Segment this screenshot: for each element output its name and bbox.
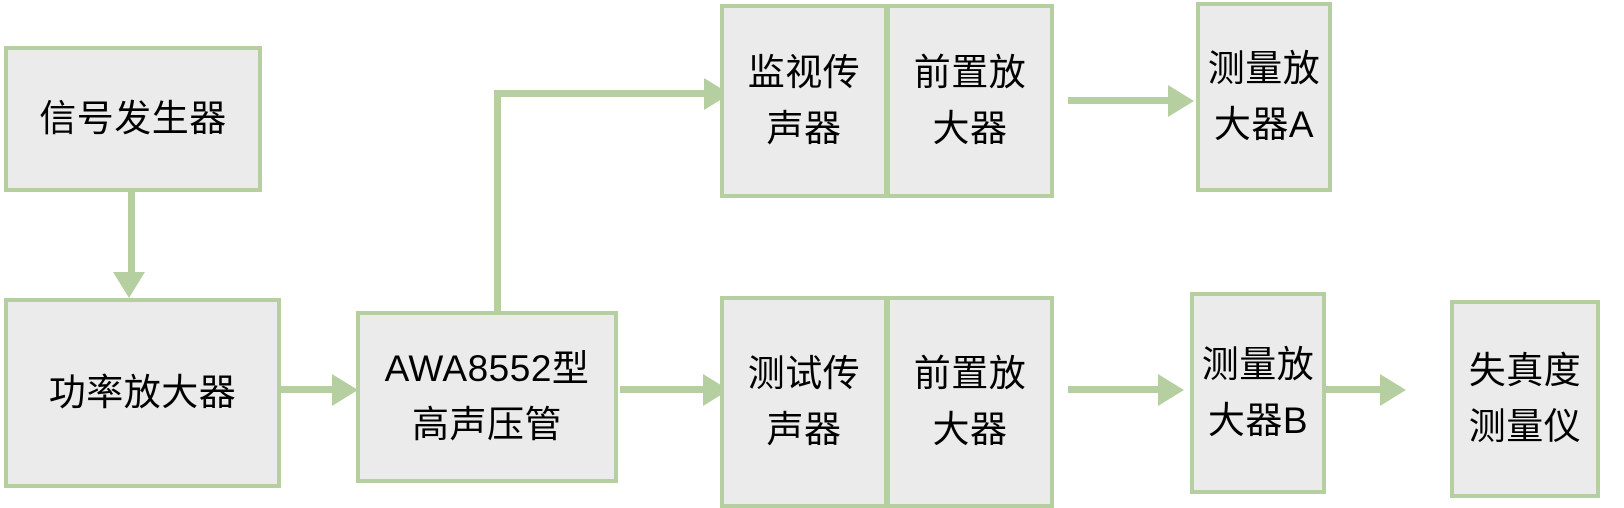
node-preamplifier-bottom-label-line1: 前置放 — [913, 352, 1027, 394]
node-measuring-amplifier-b[interactable]: 测量放 大器B — [1190, 292, 1326, 494]
node-test-microphone[interactable]: 测试传 声器 — [720, 296, 888, 508]
node-distortion-meter-label-line2: 测量仪 — [1468, 406, 1582, 447]
node-monitor-microphone[interactable]: 监视传 声器 — [720, 4, 888, 198]
node-signal-generator-label-line1: 信号发生器 — [39, 97, 227, 139]
node-power-amplifier-label-line1: 功率放大器 — [48, 371, 237, 413]
node-preamplifier-bottom[interactable]: 前置放 大器 — [886, 296, 1054, 508]
node-signal-generator[interactable]: 信号发生器 — [4, 46, 262, 192]
node-distortion-meter-label-line1: 失真度 — [1468, 349, 1582, 391]
connector-signal-generator-to-power-amplifier — [128, 190, 135, 274]
connector-preamp-bottom-to-measuring-amplifier-b — [1068, 386, 1162, 393]
node-awa8552-tube-label-line2: 高声压管 — [412, 404, 562, 445]
node-test-microphone-label-line2: 声器 — [766, 409, 842, 450]
node-preamplifier-top-label-line2: 大器 — [932, 108, 1008, 149]
node-preamplifier-bottom-label-line2: 大器 — [932, 409, 1008, 450]
node-measuring-amplifier-b-label-line2: 大器B — [1207, 400, 1309, 441]
arrowhead-right-distortion-meter — [1380, 374, 1406, 406]
connector-awa8552-elbow-horizontal — [494, 90, 709, 97]
node-measuring-amplifier-a-label-line2: 大器A — [1213, 104, 1315, 145]
node-monitor-microphone-label-line1: 监视传 — [747, 51, 861, 93]
connector-awa8552-elbow-vertical — [494, 90, 501, 312]
node-measuring-amplifier-a[interactable]: 测量放 大器A — [1196, 2, 1332, 192]
node-power-amplifier[interactable]: 功率放大器 — [4, 298, 281, 488]
arrowhead-down-power-amplifier — [113, 272, 145, 298]
node-measuring-amplifier-b-label-line1: 测量放 — [1201, 343, 1315, 385]
node-awa8552-tube[interactable]: AWA8552型 高声压管 — [356, 311, 618, 483]
node-measuring-amplifier-a-label-line1: 测量放 — [1207, 47, 1321, 89]
node-distortion-meter[interactable]: 失真度 测量仪 — [1450, 300, 1600, 498]
node-preamplifier-top-label-line1: 前置放 — [913, 51, 1027, 93]
connector-power-amplifier-to-awa8552 — [281, 386, 337, 393]
connector-awa8552-to-test-microphone — [620, 386, 705, 393]
arrowhead-right-measuring-amplifier-a — [1168, 85, 1194, 117]
node-monitor-microphone-label-line2: 声器 — [766, 108, 842, 149]
node-awa8552-tube-label-line1: AWA8552型 — [384, 347, 590, 389]
connector-measuring-amplifier-b-to-distortion-meter — [1326, 386, 1384, 393]
arrowhead-right-measuring-amplifier-b — [1158, 374, 1184, 406]
arrowhead-right-awa8552 — [332, 374, 358, 406]
connector-preamp-top-to-measuring-amplifier-a — [1068, 97, 1172, 104]
node-test-microphone-label-line1: 测试传 — [747, 352, 861, 394]
node-preamplifier-top[interactable]: 前置放 大器 — [886, 4, 1054, 198]
